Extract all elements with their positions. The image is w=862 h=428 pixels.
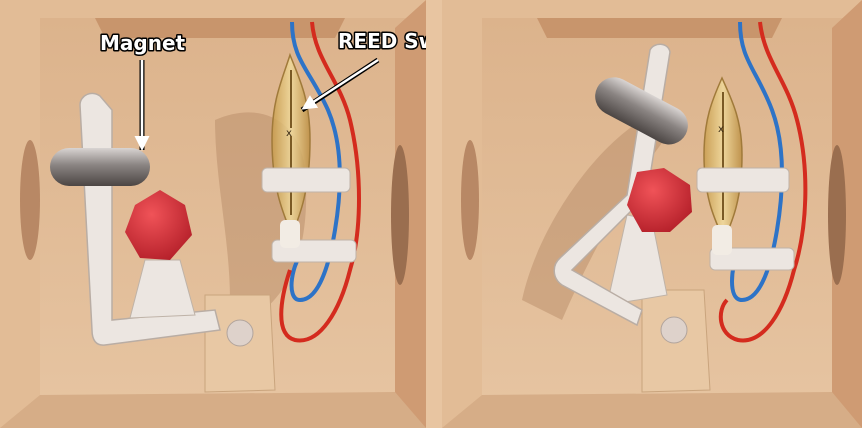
red-knob [125,190,192,260]
reed-base [280,220,300,248]
magnet-label: Magnet [100,31,186,55]
panel-left: x Magnet REED Switch [0,0,481,428]
lever-arm [79,92,221,346]
reed-contact-closed: x [718,124,724,135]
side-hole [391,145,409,285]
wire-red [718,21,808,343]
clamp-lower [709,247,795,271]
side-hole [461,140,479,260]
clamp-upper [261,167,351,193]
knob-base [129,259,196,319]
reed-switch-arrow [301,58,379,110]
clamp-upper [696,167,790,193]
box-right-side [395,0,426,428]
box-right-side [832,0,862,428]
pivot-pin [226,319,254,347]
panel-right: x [442,0,862,428]
magnet [50,148,150,186]
wire-blue [730,21,784,303]
pivot-pin [660,316,688,344]
magnet [595,77,688,145]
reed-contact-gap: x [286,128,292,139]
box-top-slot [537,18,782,38]
wire-red [279,21,361,343]
red-knob [627,168,692,232]
box-top-slot [95,18,345,38]
box-floor [0,392,426,428]
side-hole [20,140,40,260]
wire-blue [289,21,342,303]
side-hole [828,145,846,285]
box-floor [442,392,862,428]
reed-base [712,225,732,255]
panel-divider [426,0,442,428]
